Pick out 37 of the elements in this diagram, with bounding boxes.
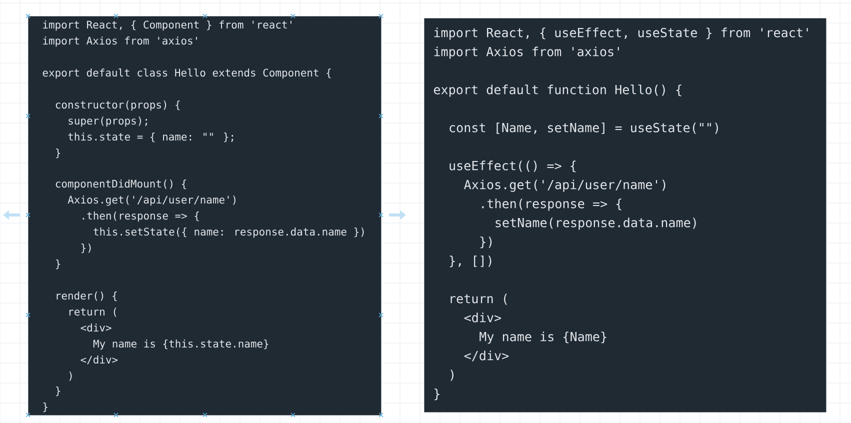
code-line: </div> xyxy=(464,350,509,362)
code-line: } xyxy=(43,402,48,412)
code-line: }) xyxy=(81,244,91,254)
code-line: Axios.get('/api/user/name') xyxy=(68,196,236,206)
code-line: this.state = { name: "" }; xyxy=(68,132,234,142)
code-line: import React, { Component } from 'react' xyxy=(43,20,292,31)
code-line: My name is {Name} xyxy=(480,332,606,344)
code-line: ) xyxy=(69,372,72,381)
code-line: } xyxy=(56,148,60,158)
code-line: ) xyxy=(450,370,454,381)
code-line: constructor(props) { xyxy=(56,100,180,111)
code-line: const [Name, setName] = useState("") xyxy=(450,122,718,134)
code-line: this.setState({ name: response.data.name }) xyxy=(94,228,364,238)
code-line: import Axios from 'axios' xyxy=(434,46,619,59)
code-line: export default function Hello() { xyxy=(434,84,682,97)
code-line: .then(response => { xyxy=(482,198,622,211)
code-line: Axios.get('/api/user/name') xyxy=(464,180,666,192)
code-line: .then(response => { xyxy=(82,212,199,222)
code-line: <div> xyxy=(464,312,502,322)
code-line: super(props); xyxy=(68,116,148,127)
code-line: import Axios from 'axios' xyxy=(43,36,197,47)
code-line: } xyxy=(56,260,60,270)
code-line: } xyxy=(56,386,60,396)
code-line: useEffect(() => { xyxy=(450,160,576,172)
code-line: import React, { useEffect, useState } from 'react' xyxy=(434,28,808,40)
code-line: export default class Hello extends Component { xyxy=(42,68,331,79)
code-line: }, []) xyxy=(450,256,492,268)
code-line: componentDidMount() { xyxy=(56,180,186,190)
code-line: </div> xyxy=(80,356,118,364)
code-line: } xyxy=(434,388,440,400)
code-line: My name is {this.state.name} xyxy=(93,340,268,350)
code-line: }) xyxy=(480,236,492,248)
code-line: return ( xyxy=(69,308,116,317)
code-line: setName(response.data.name) xyxy=(496,218,696,230)
code-line: render() { xyxy=(56,292,117,302)
code-line: return ( xyxy=(450,294,507,305)
code-line: <div> xyxy=(80,324,112,332)
